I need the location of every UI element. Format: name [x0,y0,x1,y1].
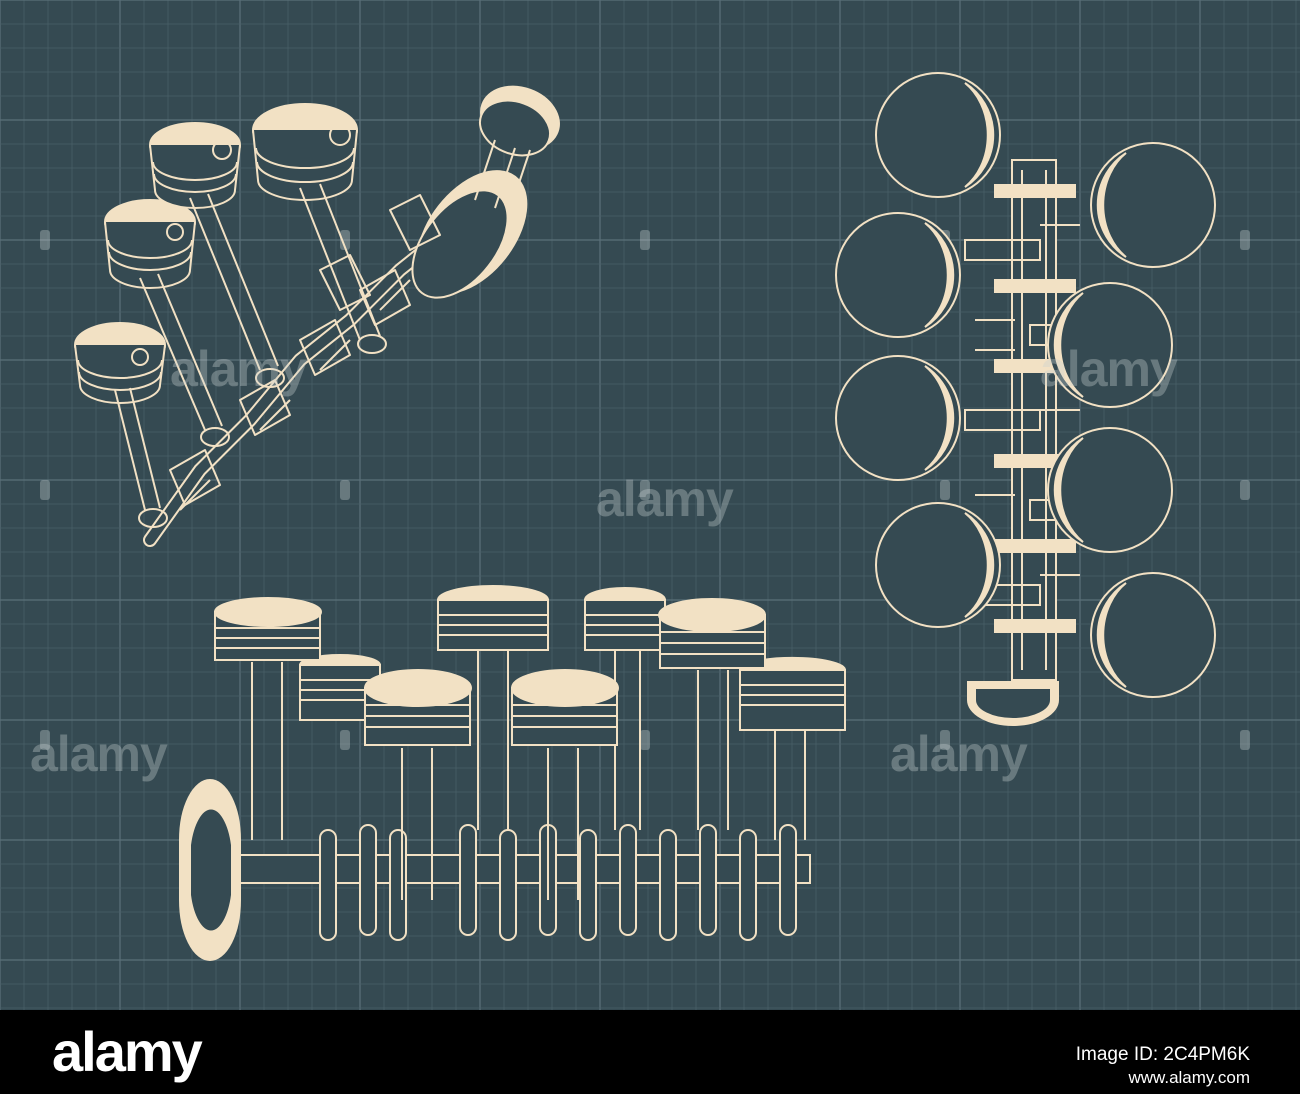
registration-mark [340,480,350,500]
crank-web [739,829,757,941]
registration-mark [340,730,350,750]
watermark-center: alamy [596,471,734,527]
registration-mark [640,230,650,250]
crank-web [359,824,377,936]
crank-web [459,824,477,936]
watermark-top-left: alamy [170,341,308,397]
registration-mark [940,730,950,750]
blueprint-canvas: alamy alamy alamy alamy alamy [0,0,1300,1010]
registration-mark [1240,480,1250,500]
crank-web [779,824,797,936]
crank-web [579,829,597,941]
watermark-bottom-left: alamy [30,726,168,782]
crank-web [619,824,637,936]
isometric-v8-piston-crankshaft [74,85,560,547]
registration-mark [1240,230,1250,250]
crank-web [499,829,517,941]
registration-mark [40,480,50,500]
registration-mark [340,230,350,250]
registration-mark [640,730,650,750]
top-view-v8-crankshaft [835,72,1216,726]
registration-mark [40,730,50,750]
crank-web [659,829,677,941]
crank-web [319,829,337,941]
front-view-v8-piston-crankshaft [179,585,846,961]
blueprint-drawing [0,0,1300,1010]
registration-mark [940,480,950,500]
registration-mark [640,480,650,500]
stock-footer: alamy Image ID: 2C4PM6K www.alamy.com [0,1010,1300,1094]
crank-web [699,824,717,936]
site-url[interactable]: www.alamy.com [1128,1068,1250,1087]
watermark-top-right: alamy [1040,341,1178,397]
registration-mark [1240,730,1250,750]
registration-mark [40,230,50,250]
crank-web [389,829,407,941]
alamy-logo[interactable]: alamy [52,1020,203,1083]
image-id: Image ID: 2C4PM6K [1075,1044,1250,1065]
watermark-bottom-right: alamy [890,726,1028,782]
